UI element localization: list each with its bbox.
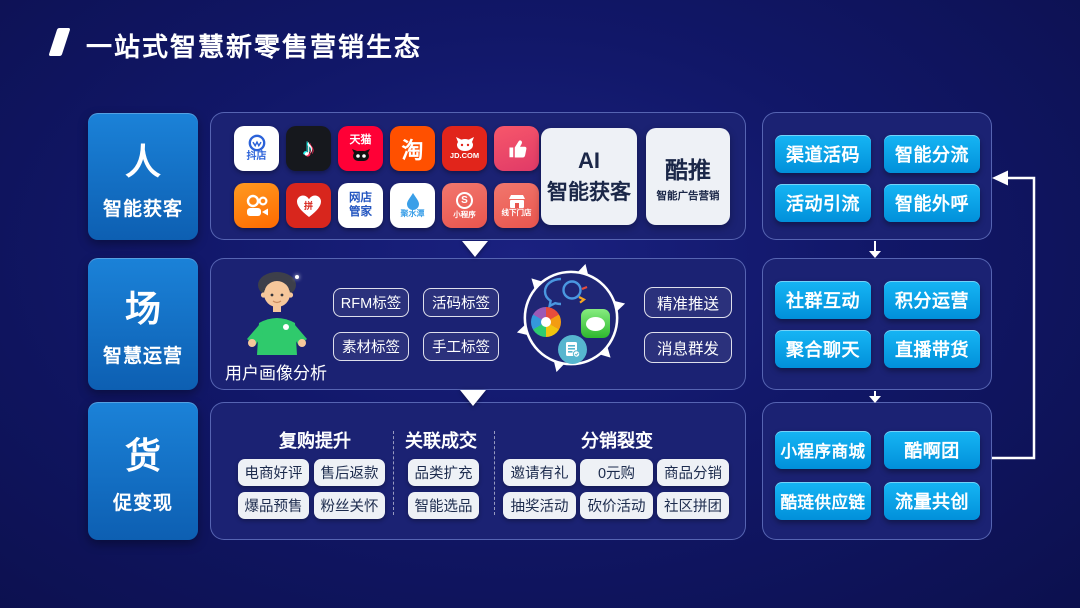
feature-button: 活动引流 — [775, 184, 871, 222]
left-box-goods-char: 货 — [124, 435, 161, 476]
like-app-icon — [494, 126, 539, 171]
kutui-ad-card: 酷推 智能广告营销 — [646, 128, 730, 225]
right-panel-operate: 社群互动 积分运营 聚合聊天 直播带货 — [762, 258, 992, 390]
feature-button: 智能分流 — [884, 135, 980, 173]
group-title-cross-sell: 关联成交 — [405, 431, 477, 451]
miniprogram-app-icon: S 小程序 — [442, 183, 487, 228]
avatar-label: 用户画像分析 — [225, 364, 327, 383]
rotation-circle — [517, 264, 625, 372]
down-arrow-head-icon — [869, 396, 881, 403]
down-arrow-icon — [874, 391, 876, 397]
tag-manual: 手工标签 — [423, 332, 499, 361]
feature-button: 智能外呼 — [884, 184, 980, 222]
video-camera-icon — [246, 194, 268, 216]
operation-panel: 用户画像分析 RFM标签 活码标签 素材标签 手工标签 — [210, 258, 746, 390]
miniprogram-logo-icon: S — [456, 192, 473, 210]
feature-button: 社群互动 — [775, 281, 871, 319]
pdd-heart-icon — [296, 195, 321, 217]
tag-live-code: 活码标签 — [423, 288, 499, 317]
douyin-app-icon: ♪ — [286, 126, 331, 171]
left-box-scene: 场 智慧运营 — [88, 258, 198, 390]
jd-dog-icon — [455, 137, 474, 152]
feature-pill: 电商好评 — [238, 459, 309, 486]
jd-app-icon: JD.COM — [442, 126, 487, 171]
music-note-icon: ♪ — [302, 134, 315, 162]
down-arrow-head-icon — [869, 251, 881, 258]
doudian-logo-icon — [248, 134, 265, 152]
down-arrow-icon — [874, 241, 876, 252]
sparkle-dot — [295, 275, 299, 279]
feature-pill: 砍价活动 — [580, 492, 653, 519]
feature-pill: 粉丝关怀 — [314, 492, 385, 519]
right-panel-monetize: 小程序商城 酷啊团 酷琏供应链 流量共创 — [762, 402, 992, 540]
left-box-people-label: 智能获客 — [102, 198, 183, 220]
left-box-scene-label: 智慧运营 — [102, 346, 183, 367]
feature-button: 积分运营 — [884, 281, 980, 319]
dashed-divider — [494, 431, 495, 515]
user-avatar — [247, 272, 307, 355]
down-arrow-icon — [460, 390, 486, 406]
feature-button: 聚合聊天 — [775, 330, 871, 368]
feature-button: 酷啊团 — [884, 431, 980, 469]
offline-store-app-icon: 线下门店 — [494, 183, 539, 228]
group-title-repurchase: 复购提升 — [279, 431, 351, 451]
thumb-up-icon — [509, 139, 526, 157]
kuaishou-app-icon — [234, 183, 279, 228]
feature-pill: 商品分销 — [657, 459, 729, 486]
message-app-icon — [581, 309, 610, 338]
tag-material: 素材标签 — [333, 332, 409, 361]
tmall-app-icon: 天猫 — [338, 126, 383, 171]
wechat-work-icon — [543, 277, 588, 309]
tmall-cat-icon — [351, 148, 370, 161]
monetization-panel: 复购提升 电商好评 售后返款 爆品预售 粉丝关怀 关联成交 品类扩充 智能选品 … — [210, 402, 746, 540]
pinduoduo-app-icon: 拼 — [286, 183, 331, 228]
taobao-app-icon: 淘 — [390, 126, 435, 171]
left-box-people-char: 人 — [124, 140, 161, 182]
feature-pill: 0元购 — [580, 459, 653, 486]
feature-pill: 品类扩充 — [408, 459, 479, 486]
document-check-icon — [558, 335, 587, 364]
feature-button: 酷琏供应链 — [775, 482, 871, 520]
left-box-goods-label: 促变现 — [112, 493, 173, 514]
water-drop-icon — [406, 193, 419, 211]
title-accent-bar — [48, 28, 71, 56]
left-box-scene-char: 场 — [124, 288, 161, 329]
left-box-people: 人 智能获客 — [88, 113, 198, 240]
feature-pill: 智能选品 — [408, 492, 479, 519]
left-box-goods: 货 促变现 — [88, 402, 198, 540]
feature-pill: 抽奖活动 — [503, 492, 576, 519]
down-arrow-icon — [462, 241, 488, 257]
feature-pill: 社区拼团 — [657, 492, 729, 519]
group-title-fission: 分销裂变 — [581, 431, 653, 451]
feature-pill: 售后返款 — [314, 459, 385, 486]
feature-button: 流量共创 — [884, 482, 980, 520]
page-title: 一站式智慧新零售营销生态 — [86, 32, 423, 62]
push-precise: 精准推送 — [644, 287, 732, 318]
photo-aperture-icon — [531, 307, 561, 337]
feature-pill: 邀请有礼 — [503, 459, 576, 486]
acquisition-panel: 抖店 ♪ 天猫 淘 JD.COM — [210, 112, 746, 240]
tag-rfm: RFM标签 — [333, 288, 409, 317]
feature-button: 直播带货 — [884, 330, 980, 368]
right-panel-acquire: 渠道活码 智能分流 活动引流 智能外呼 — [762, 112, 992, 240]
doudian-app-icon: 抖店 — [234, 126, 279, 171]
ai-acquisition-card: AI 智能获客 — [541, 128, 637, 225]
jushuitan-app-icon: 聚水潭 — [390, 183, 435, 228]
feature-pill: 爆品预售 — [238, 492, 309, 519]
push-broadcast: 消息群发 — [644, 332, 732, 363]
feature-button: 小程序商城 — [775, 431, 871, 469]
wangdian-guanjia-app-icon: 网店管家 — [338, 183, 383, 228]
storefront-icon — [508, 195, 525, 209]
dashed-divider — [393, 431, 394, 515]
feature-button: 渠道活码 — [775, 135, 871, 173]
